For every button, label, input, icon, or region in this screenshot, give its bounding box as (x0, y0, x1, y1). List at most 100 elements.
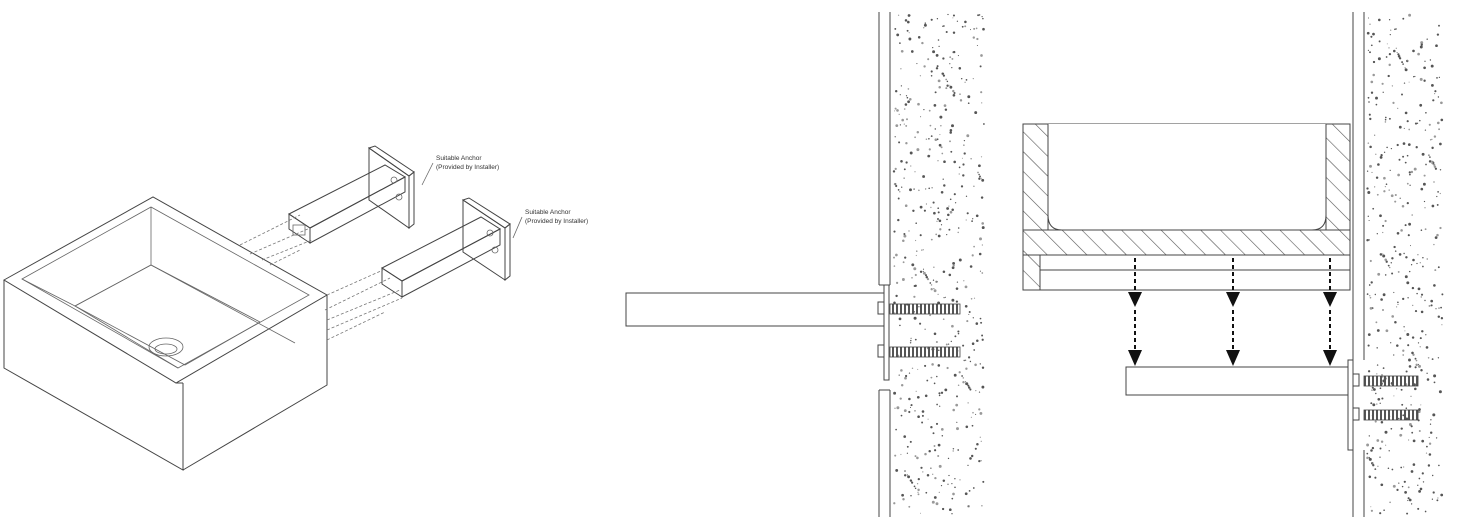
wall-speckle (981, 385, 985, 389)
wall-speckle (917, 477, 920, 481)
wall-speckle (1397, 55, 1401, 58)
wall-speckle (1439, 226, 1442, 230)
wall-speckle (1425, 163, 1427, 166)
wall-speckle (1388, 189, 1390, 191)
wall-speckle (980, 196, 984, 199)
wall-speckle (908, 230, 910, 232)
wall-speckle (981, 16, 983, 18)
wall-speckle (1372, 207, 1375, 210)
wall-speckle (1429, 431, 1433, 434)
wall-speckle (1430, 64, 1434, 68)
wall-speckle (895, 253, 898, 257)
wall-speckle (1417, 287, 1421, 291)
wall-speckle (1414, 75, 1416, 78)
bracket-arm (625, 292, 885, 327)
wall-speckle (971, 424, 974, 427)
wall-speckle (895, 124, 899, 128)
wall-speckle (930, 426, 933, 429)
wall-speckle (930, 467, 932, 469)
wall-speckle (935, 67, 939, 70)
wall-speckle (976, 44, 978, 47)
wall-speckle (938, 491, 940, 494)
wall-speckle (1437, 497, 1439, 499)
wall-speckle (941, 152, 944, 155)
wall-speckle (1409, 245, 1412, 247)
wall-speckle (1388, 47, 1390, 49)
wall-speckle (893, 391, 897, 395)
wall-speckle (1426, 372, 1428, 374)
wall-speckle (1419, 262, 1421, 264)
wall-speckle (1374, 476, 1377, 479)
wall-speckle (1427, 154, 1430, 157)
wall-speckle (1406, 333, 1410, 336)
wall-speckle (933, 288, 935, 290)
wall-speckle (903, 168, 906, 171)
wall-speckle (1367, 100, 1371, 104)
wall-speckle (949, 129, 953, 132)
wall-speckle (894, 454, 897, 457)
wall-speckle (907, 88, 910, 90)
wall-speckle (951, 298, 955, 302)
wall-speckle (955, 403, 959, 407)
wall-speckle (1370, 35, 1373, 38)
wall-speckle (1383, 151, 1386, 153)
wall-speckle (1420, 310, 1424, 314)
wall-speckle (913, 485, 916, 488)
wall-speckle (1424, 228, 1427, 231)
wall-speckle (1397, 173, 1400, 177)
wall-speckle (1376, 329, 1380, 332)
wall-speckle (966, 320, 969, 323)
wall-speckle (972, 36, 975, 39)
wall-speckle (1434, 93, 1436, 95)
wall-speckle (933, 289, 937, 293)
wall-speckle (930, 135, 933, 137)
wall-speckle (939, 228, 942, 231)
wall-speckle (1431, 138, 1433, 141)
wall-speckle (970, 158, 972, 160)
wall-speckle (1400, 466, 1403, 469)
wall-speckle (967, 95, 971, 99)
wall-speckle (1391, 85, 1394, 87)
wall-speckle (958, 67, 962, 70)
wall-speckle (1407, 297, 1409, 299)
wall-speckle (933, 211, 936, 215)
wall-speckle (1433, 181, 1435, 183)
wall-speckle (1428, 442, 1432, 445)
wall-speckle (901, 186, 903, 188)
wall-speckle (1370, 281, 1373, 284)
wall-speckle (961, 25, 964, 28)
wall-speckle (1410, 264, 1413, 266)
wall-speckle (937, 218, 939, 220)
wall-speckle (1417, 484, 1419, 486)
wall-speckle (973, 349, 976, 351)
wall-speckle (894, 110, 896, 112)
wall-speckle (1394, 250, 1397, 252)
wall-speckle (968, 490, 971, 492)
wall-speckle (915, 254, 917, 257)
wall-speckle (958, 371, 961, 374)
wall-speckle (1408, 171, 1411, 174)
wall-speckle (1403, 127, 1405, 129)
wall-speckle (973, 28, 975, 30)
wall-speckle (1384, 258, 1387, 262)
wall-speckle (915, 239, 917, 242)
wall-speckle (1431, 474, 1434, 477)
wall-speckle (894, 107, 897, 110)
wall-speckle (1406, 120, 1409, 123)
wall-speckle (1372, 60, 1376, 64)
wall-speckle (1413, 76, 1415, 78)
wall-speckle (1404, 67, 1406, 69)
wall-speckle (1421, 439, 1425, 443)
wall-speckle (913, 267, 917, 271)
drain-hole (148, 337, 184, 357)
wall-speckle (935, 502, 939, 506)
wall-speckle (1404, 111, 1408, 115)
wall-speckle (1376, 347, 1378, 349)
wall-speckle (1428, 436, 1430, 438)
wall-speckle (916, 148, 920, 152)
wall-speckle (1434, 269, 1437, 272)
anchor-bolt-upper (889, 303, 961, 315)
wall-speckle (1433, 135, 1437, 138)
wall-speckle (930, 206, 932, 209)
wall-speckle (910, 337, 912, 340)
